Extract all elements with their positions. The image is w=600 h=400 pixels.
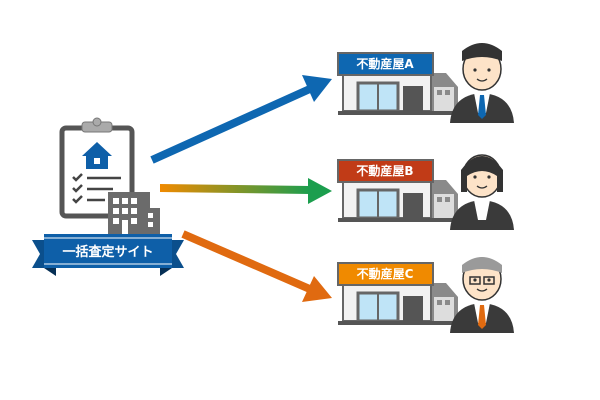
arrow-to-agency-a <box>150 75 332 164</box>
businesswoman-icon <box>450 154 514 230</box>
agency-a-label: 不動産屋A <box>356 56 414 71</box>
source-banner: 一括査定サイト <box>32 234 184 276</box>
agency-c: 不動産屋C <box>337 257 514 333</box>
store-icon: 不動産屋B <box>337 159 458 222</box>
agency-b-label: 不動産屋B <box>356 163 413 178</box>
senior-businessman-icon <box>450 257 514 333</box>
house-icon <box>82 142 112 169</box>
store-icon: 不動産屋A <box>337 52 458 115</box>
building-icon <box>108 192 160 234</box>
arrow-to-agency-c <box>181 230 332 302</box>
clipboard-icon <box>59 117 135 219</box>
arrow-to-agency-b <box>160 178 332 204</box>
source-label: 一括査定サイト <box>62 244 153 260</box>
businessman-icon <box>450 43 514 123</box>
agency-c-label: 不動産屋C <box>357 266 414 281</box>
store-icon: 不動産屋C <box>337 262 458 325</box>
agency-a: 不動産屋A <box>337 43 514 123</box>
agency-b: 不動産屋B <box>337 154 514 230</box>
